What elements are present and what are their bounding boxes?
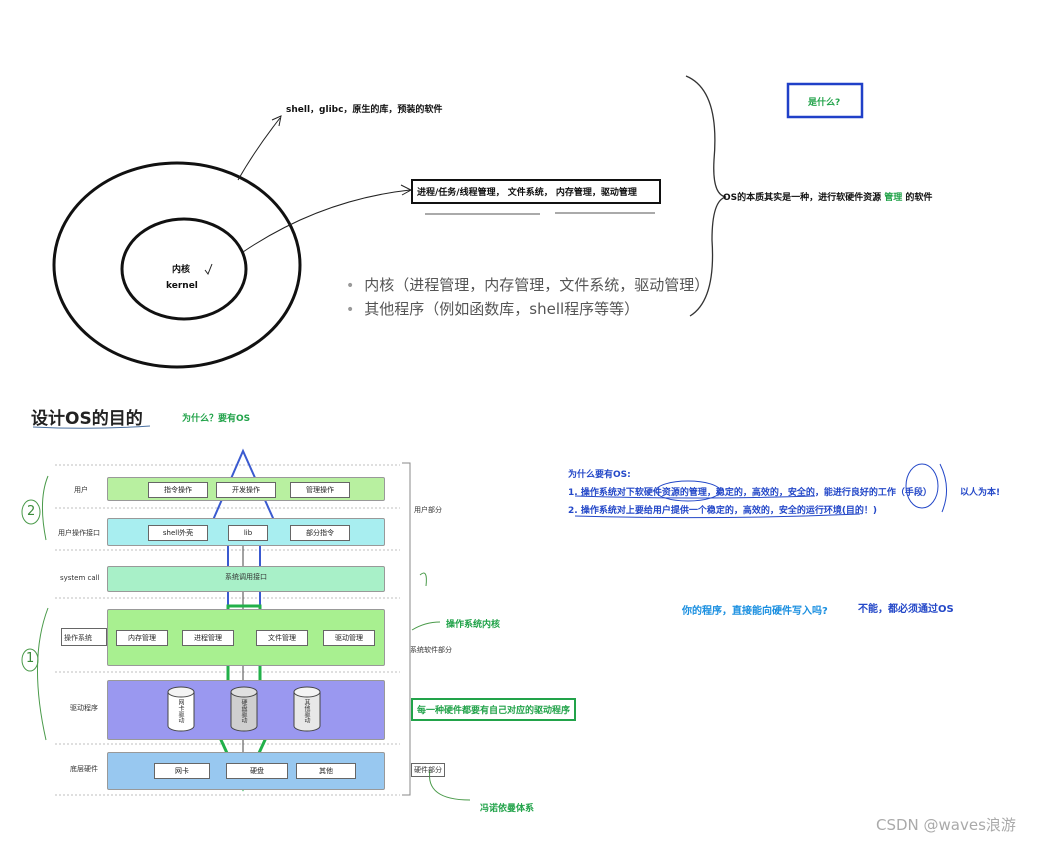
bullet-kernel: 内核（进程管理，内存管理，文件系统，驱动管理） [346,274,709,298]
box-disk: 硬盘 [226,763,288,779]
why-brace [939,463,947,513]
row-label-driver: 驱动程序 [70,704,98,712]
arrow-kernel [242,189,411,253]
question-answer: 不能，都必须通过OS [858,604,954,615]
num-one: 1 [26,651,35,666]
row-label-hw: 底层硬件 [70,765,98,773]
box-part-cmd: 部分指令 [290,525,350,541]
box-shell: shell外壳 [148,525,208,541]
kernel-ring [120,217,248,321]
layer-syscall: 系统调用接口 [107,566,385,592]
question-text: 你的程序，直接能向硬件写入吗? [682,606,828,617]
layer-user: 指令操作 开发操作 管理操作 [107,477,385,501]
layer-note: 冯诺依曼体系 [480,804,535,814]
box-other-hw: 其他 [296,763,356,779]
section-title: 设计OS的目的 [31,409,143,429]
circle-manage [655,480,721,502]
box-file-mgmt: 文件管理 [256,630,308,646]
what-is-box [786,82,864,119]
circle-one [21,648,39,672]
box-mem-mgmt: 内存管理 [116,630,168,646]
cylinder-disk [230,692,258,732]
box-dev-op: 开发操作 [216,482,276,498]
os-label-outline [61,628,107,646]
why-underline-2 [574,513,861,519]
row-label-user: 用户 [74,486,88,494]
box-syscall-interface: 系统调用接口 [225,573,267,581]
cyl-label-other: 其他驱动 [303,699,310,723]
os-essence-prefix: OS的本质其实是一种，进行软硬件资源 [723,193,885,203]
bullet-other: 其他程序（例如函数库，shell程序等等） [346,298,709,322]
os-essence: OS的本质其实是一种，进行软硬件资源 管理 的软件 [723,190,932,203]
kernel-note: 操作系统内核 [446,620,501,630]
why-underline-1 [574,495,816,499]
kernel-note-line [411,621,441,631]
arrow-outer [237,117,281,181]
circle-two [21,499,41,525]
box-driver-mgmt: 驱动管理 [323,630,375,646]
layer-os: 内存管理 进程管理 文件管理 驱动管理 [107,609,385,666]
bullet-list: 内核（进程管理，内存管理，文件系统，驱动管理） 其他程序（例如函数库，shell… [346,274,709,322]
box-command-op: 指令操作 [148,482,208,498]
label-sys-part: 系统软件部分 [410,646,452,654]
row-label-os: 操作系统 [64,634,92,642]
cylinder-other-top [293,686,321,698]
outer-ring-note: shell，glibc，原生的库，预装的软件 [286,105,443,115]
kernel-label-en: kernel [166,281,198,291]
driver-note: 每一种硬件都要有自己对应的驱动程序 [411,698,577,721]
box-admin-op: 管理操作 [290,482,350,498]
arrow-outer-head [271,115,282,127]
brace-one [37,607,49,741]
right-bracket [402,462,411,796]
kernel-components-box: 进程/任务/线程管理， 文件系统， 内存管理，驱动管理 [411,179,661,204]
cylinder-disk-top [230,686,258,698]
box-proc-mgmt: 进程管理 [182,630,234,646]
big-brace [685,75,727,317]
hw-note-line [429,769,471,801]
layer-interface: shell外壳 lib 部分指令 [107,518,385,546]
what-is-label: 是什么? [808,98,841,108]
cylinder-other [293,692,321,732]
why-line-1: 1. 操作系统对下软硬件资源的管理，稳定的，高效的，安全的，能进行良好的工作（手… [568,488,932,498]
cylinder-nic [167,692,195,732]
row-label-interface: 用户操作接口 [58,529,100,537]
watermark: CSDN @waves浪游 [876,816,1016,834]
tick-mark [204,263,213,276]
title-underline [32,425,151,429]
box-lib: lib [228,525,268,541]
kernel-label-cn: 内核 [172,265,191,275]
os-essence-highlight: 管理 [884,193,903,203]
underline-scribble [425,212,655,215]
cyl-label-disk: 硬盘驱动 [240,699,247,723]
os-essence-suffix: 的软件 [902,193,933,203]
label-hw-part: 硬件部分 [411,763,445,777]
row-label-syscall: system call [60,574,100,582]
num-two: 2 [27,504,36,519]
outer-ring [52,161,302,369]
circle-goal [905,463,939,509]
label-user-part: 用户部分 [414,506,442,514]
why-note: 为什么？要有OS [182,414,251,424]
why-heading: 为什么要有OS: [568,470,631,480]
people-first: 以人为本! [960,488,1001,498]
why-line-2: 2. 操作系统对上要给用户提供一个稳定的，高效的，安全的运行环境(目的！) [568,506,878,516]
cylinder-nic-top [167,686,195,698]
cyl-label-nic: 网卡驱动 [177,699,184,723]
brace-two [41,475,49,541]
layer-hardware: 网卡 硬盘 其他 [107,752,385,790]
syscall-scribble [419,572,427,587]
box-nic: 网卡 [154,763,210,779]
